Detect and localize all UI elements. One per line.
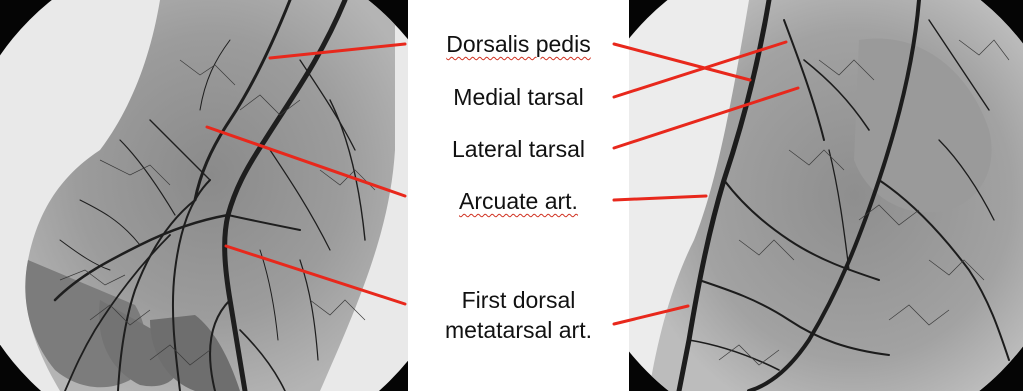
angiogram-dorsal-image [0, 0, 408, 391]
label-medial-tarsal: Medial tarsal [408, 83, 629, 111]
label-first-dorsal-line2: metatarsal art. [408, 316, 629, 344]
angiogram-lateral-foot [629, 0, 1023, 391]
label-dorsalis-pedis: Dorsalis pedis [408, 30, 629, 58]
label-dorsalis-pedis-text: Dorsalis pedis [446, 31, 590, 57]
angiogram-dorsal-foot [0, 0, 408, 391]
label-first-dorsal-line1: First dorsal [408, 286, 629, 314]
label-lateral-tarsal: Lateral tarsal [408, 135, 629, 163]
label-column: Dorsalis pedis Medial tarsal Lateral tar… [408, 0, 629, 391]
angiogram-lateral-image [629, 0, 1023, 391]
label-arcuate-art: Arcuate art. [408, 187, 629, 215]
label-arcuate-art-text: Arcuate art. [459, 188, 578, 214]
